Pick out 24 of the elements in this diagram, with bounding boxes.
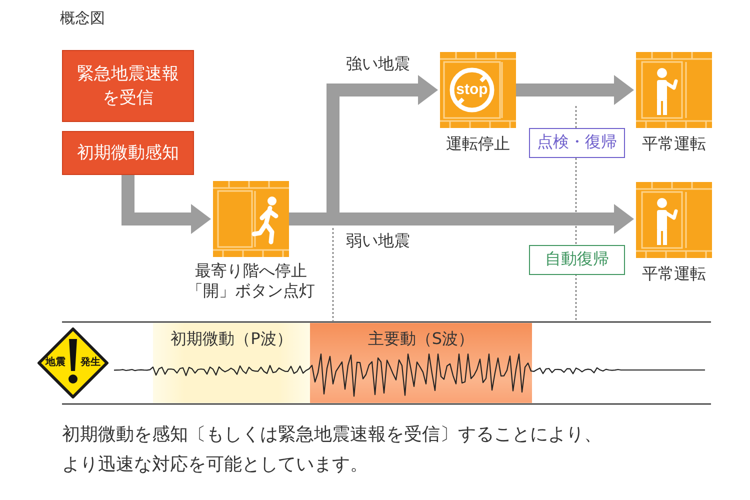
edge-label: 強い地震 bbox=[346, 54, 410, 74]
sign-text: 地震 bbox=[44, 356, 66, 370]
alert-box: 緊急地震速報を受信 bbox=[62, 50, 194, 122]
node-caption: 運転停止 bbox=[446, 134, 510, 154]
elevator-person-icon bbox=[636, 52, 712, 128]
elevator-runner-icon bbox=[213, 181, 289, 257]
elevator-stop-sign bbox=[440, 52, 516, 128]
block-arrow bbox=[516, 75, 634, 105]
s-wave-band: 主要動（S波） bbox=[310, 323, 532, 403]
sign-text: 発生 bbox=[79, 356, 102, 370]
p-wave-band: 初期微動（P波） bbox=[153, 323, 310, 403]
node-caption: 平常運転 bbox=[642, 134, 706, 154]
alert-box: 初期微動感知 bbox=[62, 131, 194, 175]
warning-sign bbox=[36, 326, 110, 400]
node-caption: 最寄り階へ停止 bbox=[195, 261, 307, 281]
status-tag: 点検・復帰 bbox=[529, 128, 625, 158]
sign-text: stop bbox=[455, 81, 489, 99]
diagram-title: 概念図 bbox=[60, 8, 105, 28]
edge-label: 弱い地震 bbox=[346, 231, 410, 251]
caption-text: 初期微動を感知〔もしくは緊急地震速報を受信〕することにより、より迅速な対応を可能としています。 bbox=[62, 423, 603, 477]
elevator-person-icon bbox=[636, 182, 712, 258]
node-caption: 「開」ボタン点灯 bbox=[187, 281, 315, 301]
status-tag: 自動復帰 bbox=[529, 245, 625, 275]
node-caption: 平常運転 bbox=[642, 264, 706, 284]
